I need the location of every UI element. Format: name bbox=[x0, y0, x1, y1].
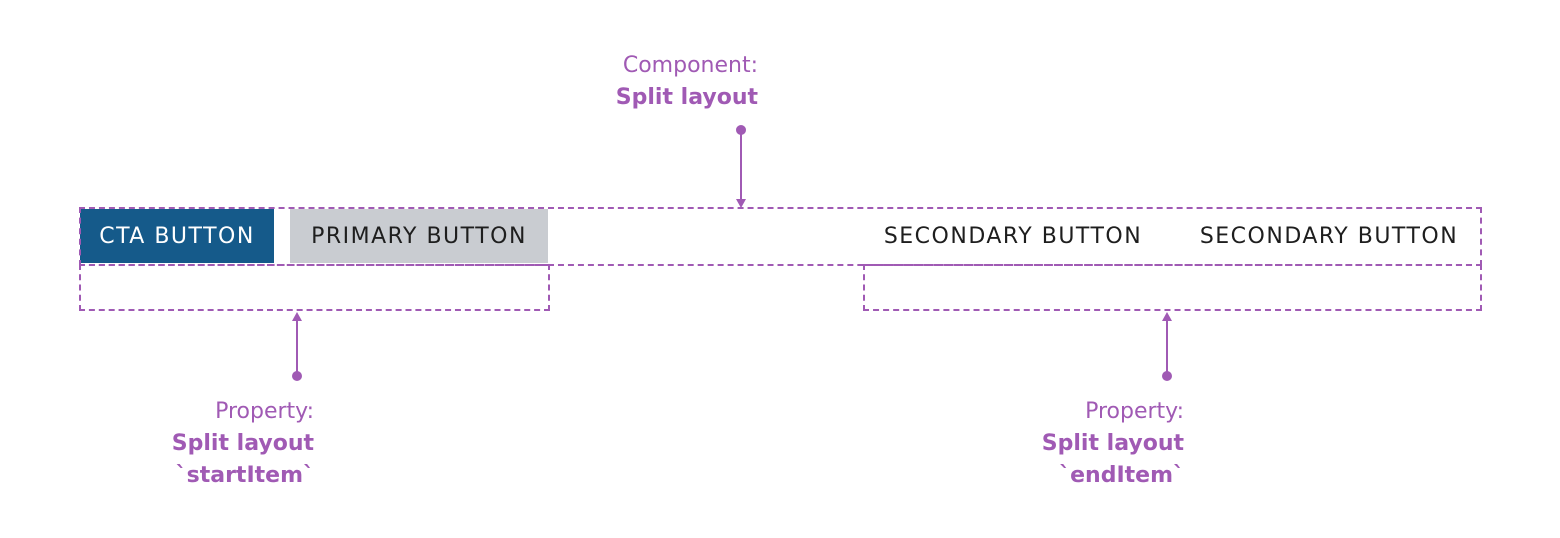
cta-button[interactable]: CTA BUTTON bbox=[80, 209, 274, 263]
start-item-label-name: Split layout bbox=[171, 431, 314, 456]
end-item-outline bbox=[863, 264, 1482, 311]
start-item-label-prop: `startItem` bbox=[175, 463, 314, 488]
end-item-label-kind: Property: bbox=[1085, 399, 1184, 424]
end-item-label: Property: Split layout `endItem` bbox=[1042, 396, 1184, 492]
end-item-label-name: Split layout bbox=[1041, 431, 1184, 456]
end-item-label-prop: `endItem` bbox=[1059, 463, 1184, 488]
start-item-label-kind: Property: bbox=[215, 399, 314, 424]
start-item-pointer-dot bbox=[292, 371, 302, 381]
component-pointer-dot bbox=[736, 125, 746, 135]
primary-button[interactable]: PRIMARY BUTTON bbox=[290, 209, 548, 263]
component-label-kind: Component: bbox=[622, 53, 758, 78]
start-item-pointer bbox=[292, 312, 302, 381]
start-item-pointer-arrowhead bbox=[292, 312, 302, 321]
start-item-outline bbox=[79, 264, 550, 311]
secondary-button-2[interactable]: SECONDARY BUTTON bbox=[1199, 223, 1459, 249]
end-item-pointer-dot bbox=[1162, 371, 1172, 381]
end-item-pointer bbox=[1162, 312, 1172, 381]
split-layout-outline bbox=[79, 207, 1482, 266]
component-label: Component: Split layout bbox=[616, 50, 758, 114]
end-item-pointer-arrowhead bbox=[1162, 312, 1172, 321]
component-label-name: Split layout bbox=[615, 85, 758, 110]
start-item-label: Property: Split layout `startItem` bbox=[172, 396, 314, 492]
component-pointer bbox=[736, 125, 746, 208]
secondary-button-1[interactable]: SECONDARY BUTTON bbox=[883, 223, 1143, 249]
